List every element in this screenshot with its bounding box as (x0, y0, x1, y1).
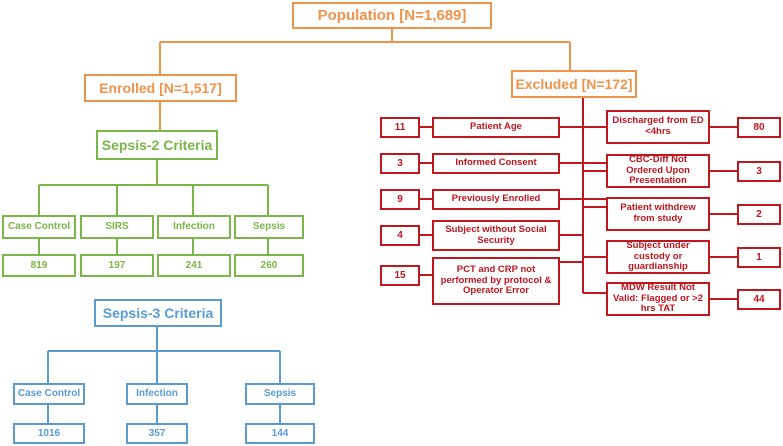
population-box: Population [N=1,689] (292, 2, 492, 29)
exclusion-reason-informed-consent: Informed Consent (432, 153, 560, 174)
sepsis2-infection-count: 241 (157, 254, 231, 277)
sepsis3-infection-count: 357 (126, 423, 188, 444)
exclusion-reason-previously-enrolled: Previously Enrolled (432, 189, 560, 210)
sepsis2-title-box: Sepsis-2 Criteria (96, 130, 218, 160)
exclusion-count-withdrew: 2 (737, 204, 781, 225)
sepsis2-sirs-box: SIRS (80, 215, 154, 239)
exclusion-count-informed-consent: 3 (380, 153, 420, 174)
exclusion-count-discharged-ed: 80 (737, 117, 781, 138)
sepsis3-case-control-box: Case Control (13, 383, 85, 405)
exclusion-count-previously-enrolled: 9 (380, 189, 420, 210)
exclusion-count-patient-age: 11 (380, 117, 420, 138)
exclusion-reason-mdw-result: MDW Result Not Valid: Flagged or >2 hrs … (606, 282, 710, 316)
sepsis2-sepsis-count: 260 (234, 254, 304, 277)
exclusion-count-pct-crp: 15 (380, 265, 420, 286)
sepsis3-infection-box: Infection (126, 383, 188, 405)
enrolled-box: Enrolled [N=1,517] (84, 74, 237, 102)
sepsis2-case-control-box: Case Control (2, 215, 76, 239)
exclusion-count-custody: 1 (737, 247, 781, 268)
sepsis3-title-box: Sepsis-3 Criteria (94, 299, 222, 327)
sepsis2-case-control-count: 819 (2, 254, 76, 277)
sepsis2-infection-box: Infection (157, 215, 231, 239)
sepsis2-sepsis-box: Sepsis (234, 215, 304, 239)
sepsis3-sepsis-count: 144 (245, 423, 315, 444)
sepsis3-case-control-count: 1016 (13, 423, 85, 444)
exclusion-reason-patient-age: Patient Age (432, 117, 560, 138)
sepsis3-sepsis-box: Sepsis (245, 383, 315, 405)
sepsis2-sirs-count: 197 (80, 254, 154, 277)
exclusion-count-social-security: 4 (380, 225, 420, 246)
exclusion-count-mdw-result: 44 (737, 289, 781, 310)
exclusion-count-cbc-diff: 3 (737, 161, 781, 182)
exclusion-reason-cbc-diff: CBC-Diff Not Ordered Upon Presentation (606, 154, 710, 188)
exclusion-reason-discharged-ed: Discharged from ED <4hrs (606, 110, 710, 144)
excluded-box: Excluded [N=172] (511, 70, 637, 98)
exclusion-reason-social-security: Subject without Social Security (432, 220, 560, 251)
exclusion-reason-custody: Subject under custody or guardianship (606, 240, 710, 274)
exclusion-reason-withdrew: Patient withdrew from study (606, 197, 710, 231)
exclusion-reason-pct-crp: PCT and CRP not performed by protocol & … (432, 257, 560, 305)
